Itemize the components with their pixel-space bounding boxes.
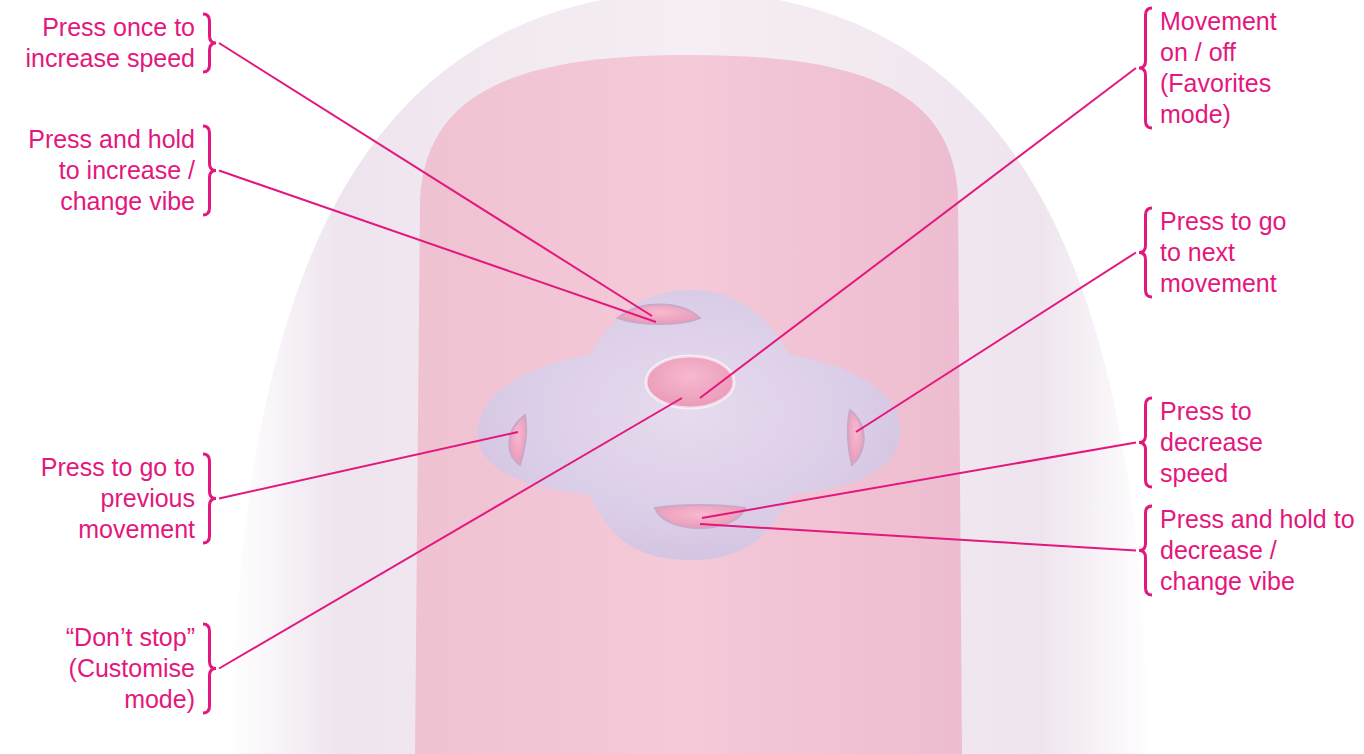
control-pad xyxy=(478,290,900,560)
top-button xyxy=(618,305,700,325)
leader-line xyxy=(219,432,518,499)
curly-bracket xyxy=(1139,506,1152,595)
curly-bracket xyxy=(203,624,216,713)
curly-bracket xyxy=(203,454,216,543)
curly-bracket xyxy=(203,14,216,72)
pink-panel xyxy=(415,55,962,754)
leader-line xyxy=(219,171,656,323)
leader-line xyxy=(700,68,1136,398)
device-body xyxy=(230,0,1150,754)
callout-label: “Don’t stop” (Customise mode) xyxy=(5,622,195,715)
callout-label: Press once to increase speed xyxy=(20,12,195,74)
leader-line xyxy=(219,43,652,316)
callout-label: Press and hold to decrease / change vibe xyxy=(1160,504,1360,597)
left-button xyxy=(509,415,526,465)
curly-bracket xyxy=(1139,208,1152,297)
curly-bracket xyxy=(203,126,216,215)
callout-label: Press to go to previous movement xyxy=(20,452,195,545)
leader-line xyxy=(856,253,1136,433)
right-button xyxy=(848,410,864,465)
leader-line xyxy=(219,398,682,669)
callout-label: Press to go to next movement xyxy=(1160,206,1288,299)
callout-label: Press to decrease speed xyxy=(1160,396,1288,489)
leader-line xyxy=(700,524,1136,551)
callout-label: Movement on / off (Favorites mode) xyxy=(1160,6,1288,130)
leader-line xyxy=(702,443,1136,519)
callout-label: Press and hold to increase / change vibe xyxy=(20,124,195,217)
curly-bracket xyxy=(1139,398,1152,487)
curly-bracket xyxy=(1139,8,1152,128)
